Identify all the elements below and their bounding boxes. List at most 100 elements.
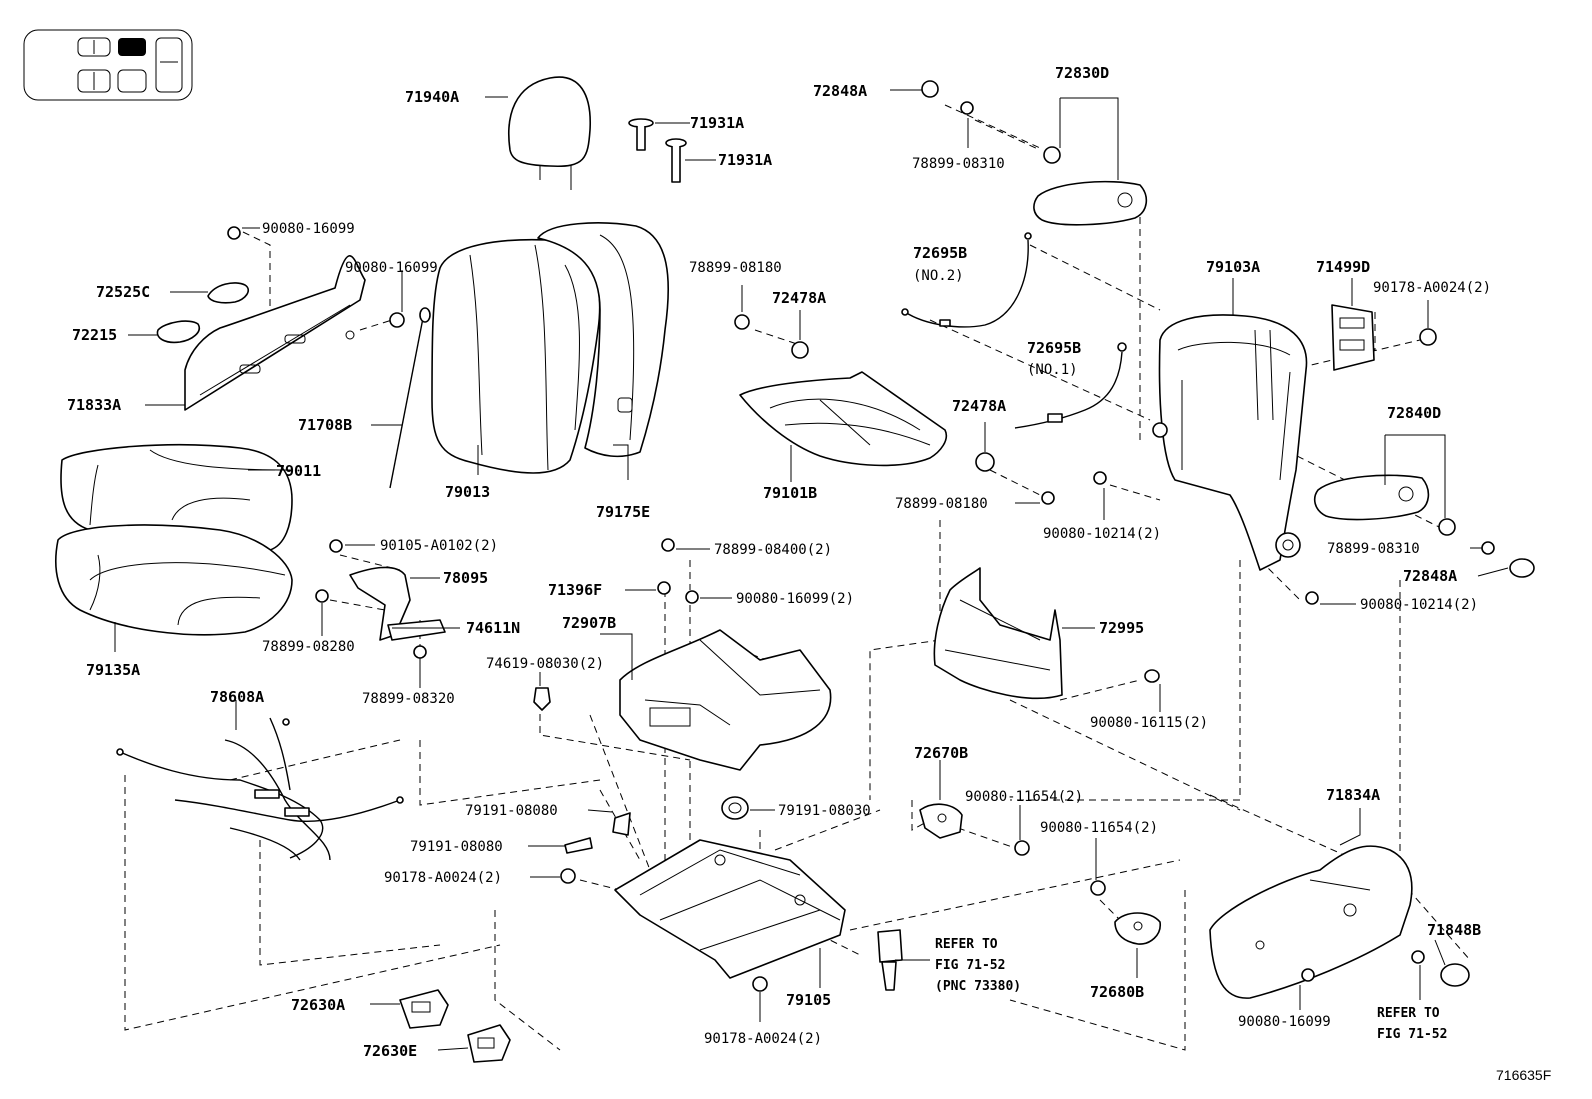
label-90080-10214-lower: 90080-10214(2) [1360,597,1478,613]
label-90080-10214-upper: 90080-10214(2) [1043,526,1161,542]
note-refer-2-line1: REFER TO [1377,1006,1440,1021]
lever-clip-part [207,282,250,304]
leader-lines [114,89,1509,1051]
label-72695B-no2: 72695B [913,244,967,262]
label-78899-08180-upper: 78899-08180 [689,260,782,276]
seat-adjuster-part [614,839,846,979]
seat-shield-part [933,567,1063,700]
label-78899-08400: 78899-08400(2) [714,542,832,558]
label-78899-08280: 78899-08280 [262,639,355,655]
label-72907B: 72907B [562,614,616,632]
cushion-frame-part [739,371,948,467]
label-71833A: 71833A [67,396,121,414]
label-71931A-lower: 71931A [718,151,772,169]
label-72630A: 72630A [291,996,345,1014]
label-79105: 79105 [786,991,831,1009]
label-72840D: 72840D [1387,404,1441,422]
label-72830D: 72830D [1055,64,1109,82]
label-71396F: 71396F [548,581,602,599]
label-90080-16099-c: 90080-16099(2) [736,591,854,607]
label-90080-16099-a: 90080-16099 [262,221,355,237]
recliner-part [919,803,963,839]
label-90105-A0102: 90105-A0102(2) [380,538,498,554]
label-74611N: 74611N [466,619,520,637]
seatback-frame-part [1152,314,1308,571]
label-79175E: 79175E [596,503,650,521]
release-bracket-part [349,566,446,641]
label-90080-16099-b: 90080-16099 [345,260,438,276]
label-90080-16115: 90080-16115(2) [1090,715,1208,731]
knob-part [156,320,200,344]
label-72478A-upper: 72478A [772,289,826,307]
headrest-guide-pins [628,118,687,183]
lever-cover-part [1114,912,1161,945]
seatback-pad-part [537,222,670,458]
note-refer-1-line3: (PNC 73380) [935,979,1021,994]
cushion-pad-part [55,524,293,636]
mount-bracket-part [1331,304,1375,371]
label-78899-08180-lower: 78899-08180 [895,496,988,512]
label-72680B: 72680B [1090,983,1144,1001]
small-fasteners [227,80,1535,992]
label-72695B-no2-note: (NO.2) [913,268,964,284]
label-79191-08080-lower: 79191-08080 [410,839,503,855]
side-cover-part [184,255,366,411]
release-cable-no1-part [1014,342,1127,429]
label-71708B: 71708B [298,416,352,434]
under-tray-part [619,629,832,771]
label-71940A: 71940A [405,88,459,106]
label-90178-A0024-upper: 90178-A0024(2) [1373,280,1491,296]
label-78608A: 78608A [210,688,264,706]
label-71931A-upper: 71931A [690,114,744,132]
headrest-part [508,76,591,190]
label-90178-A0024-lower: 90178-A0024(2) [704,1031,822,1047]
release-cable-no2-part [901,232,1032,328]
label-72848A-lower: 72848A [1403,567,1457,585]
note-refer-1-line1: REFER TO [935,937,998,952]
label-79135A: 79135A [86,661,140,679]
label-71499D: 71499D [1316,258,1370,276]
label-78899-08310-upper: 78899-08310 [912,156,1005,172]
label-78095: 78095 [443,569,488,587]
note-refer-1-line2: FIG 71-52 [935,958,1005,973]
label-71848B: 71848B [1427,921,1481,939]
label-79103A: 79103A [1206,258,1260,276]
label-72695B-no1-note: (NO.1) [1027,362,1078,378]
figure-id: 716635F [1496,1067,1551,1083]
label-72478A-lower: 72478A [952,397,1006,415]
seat-belt-buckle-part [877,929,903,991]
release-rod-part [389,307,431,489]
label-78899-08310-lower: 78899-08310 [1327,541,1420,557]
label-72995: 72995 [1099,619,1144,637]
label-90080-16099-d: 90080-16099 [1238,1014,1331,1030]
part-number-labels: 71940A 71931A 71931A 72848A 72830D 78899… [67,64,1551,1083]
label-90080-11654-b: 90080-11654(2) [1040,820,1158,836]
label-90178-A0024-middle: 90178-A0024(2) [384,870,502,886]
seatback-cover-part [431,238,601,474]
label-90080-11654-a: 90080-11654(2) [965,789,1083,805]
label-72670B: 72670B [914,744,968,762]
label-79013: 79013 [445,483,490,501]
label-72215: 72215 [72,326,117,344]
armrest-cover-upper-part [1033,180,1148,226]
switch-a-part [399,989,449,1029]
outer-side-shield-part [1209,845,1413,999]
seat-position-locator-icon [23,29,193,101]
label-79011: 79011 [276,462,321,480]
label-74619-08030: 74619-08030(2) [486,656,604,672]
label-72630E: 72630E [363,1042,417,1060]
armrest-cover-lower-part [1313,474,1430,521]
cable-harness-part [116,717,404,861]
note-refer-2-line2: FIG 71-52 [1377,1027,1447,1042]
label-79101B: 79101B [763,484,817,502]
label-72848A-upper: 72848A [813,82,867,100]
label-79191-08030: 79191-08030 [778,803,871,819]
label-72695B-no1: 72695B [1027,339,1081,357]
switch-e-part [467,1024,511,1063]
cap-part [1440,963,1470,987]
label-79191-08080-upper: 79191-08080 [465,803,558,819]
label-78899-08320: 78899-08320 [362,691,455,707]
label-71834A: 71834A [1326,786,1380,804]
label-72525C: 72525C [96,283,150,301]
